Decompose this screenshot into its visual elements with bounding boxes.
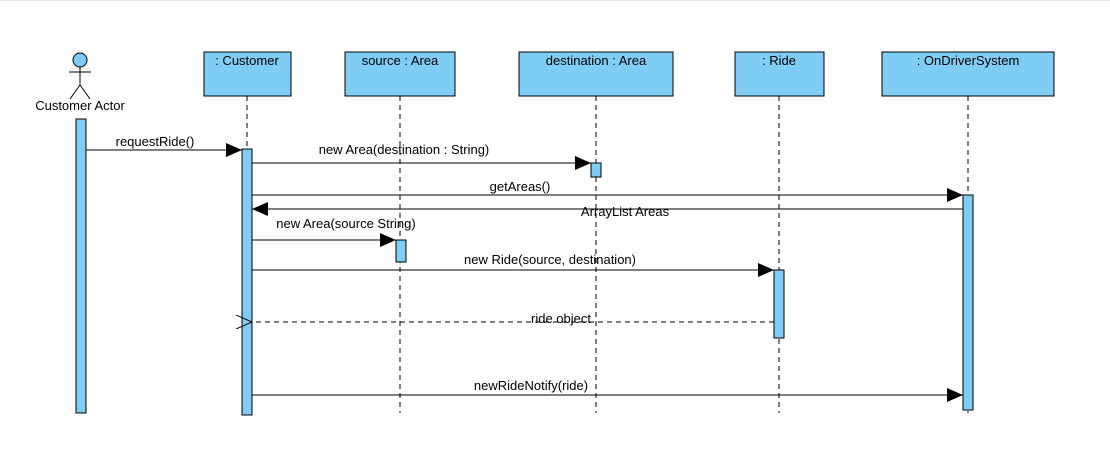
activation-source-area [395, 239, 407, 263]
participant-label: : OnDriverSystem [917, 53, 1020, 68]
message-label: new Ride(source, destination) [464, 252, 636, 267]
message-new-area-destination[interactable]: new Area(destination : String) [252, 142, 591, 170]
participant-source-area[interactable]: source : Area [344, 51, 456, 97]
actor-label: Customer Actor [35, 98, 125, 113]
participant-destination-area[interactable]: destination : Area [518, 51, 674, 97]
participant-box [881, 51, 1055, 97]
message-label: getAreas() [490, 179, 551, 194]
message-getareas[interactable]: getAreas() [252, 179, 963, 202]
message-newridenotify[interactable]: newRideNotify(ride) [252, 378, 963, 402]
participant-box [203, 51, 292, 97]
participant-label: destination : Area [546, 53, 647, 68]
top-border [0, 0, 1110, 1]
participant-ride[interactable]: : Ride [734, 51, 825, 97]
message-label: ride object [531, 311, 591, 326]
message-label: new Area(destination : String) [319, 142, 490, 157]
message-requestride[interactable]: requestRide() [86, 134, 242, 157]
participant-label: : Ride [762, 53, 796, 68]
message-label: newRideNotify(ride) [474, 378, 588, 393]
participant-label: source : Area [362, 53, 439, 68]
activation-ondriversystem [962, 194, 974, 411]
participant-box [344, 51, 456, 97]
message-label: ArrayList Areas [581, 204, 670, 219]
activation-ride [773, 269, 785, 339]
participant-box [518, 51, 674, 97]
participant-customer[interactable]: : Customer [203, 51, 292, 97]
message-arraylist-areas[interactable]: ArrayList Areas [252, 202, 963, 219]
message-new-area-source[interactable]: new Area(source String) [252, 216, 416, 247]
participant-label: : Customer [215, 53, 279, 68]
actor-customer[interactable]: Customer Actor [35, 52, 125, 113]
message-label: new Area(source String) [276, 216, 415, 231]
activation-destination-area [590, 162, 602, 178]
participant-ondriversystem[interactable]: : OnDriverSystem [881, 51, 1055, 97]
stick-figure-icon [69, 52, 91, 100]
actor-activation [75, 118, 87, 414]
activation-customer [241, 148, 253, 416]
message-label: requestRide() [116, 134, 195, 149]
message-new-ride[interactable]: new Ride(source, destination) [252, 252, 774, 277]
message-ride-object[interactable]: ride object [252, 311, 774, 326]
